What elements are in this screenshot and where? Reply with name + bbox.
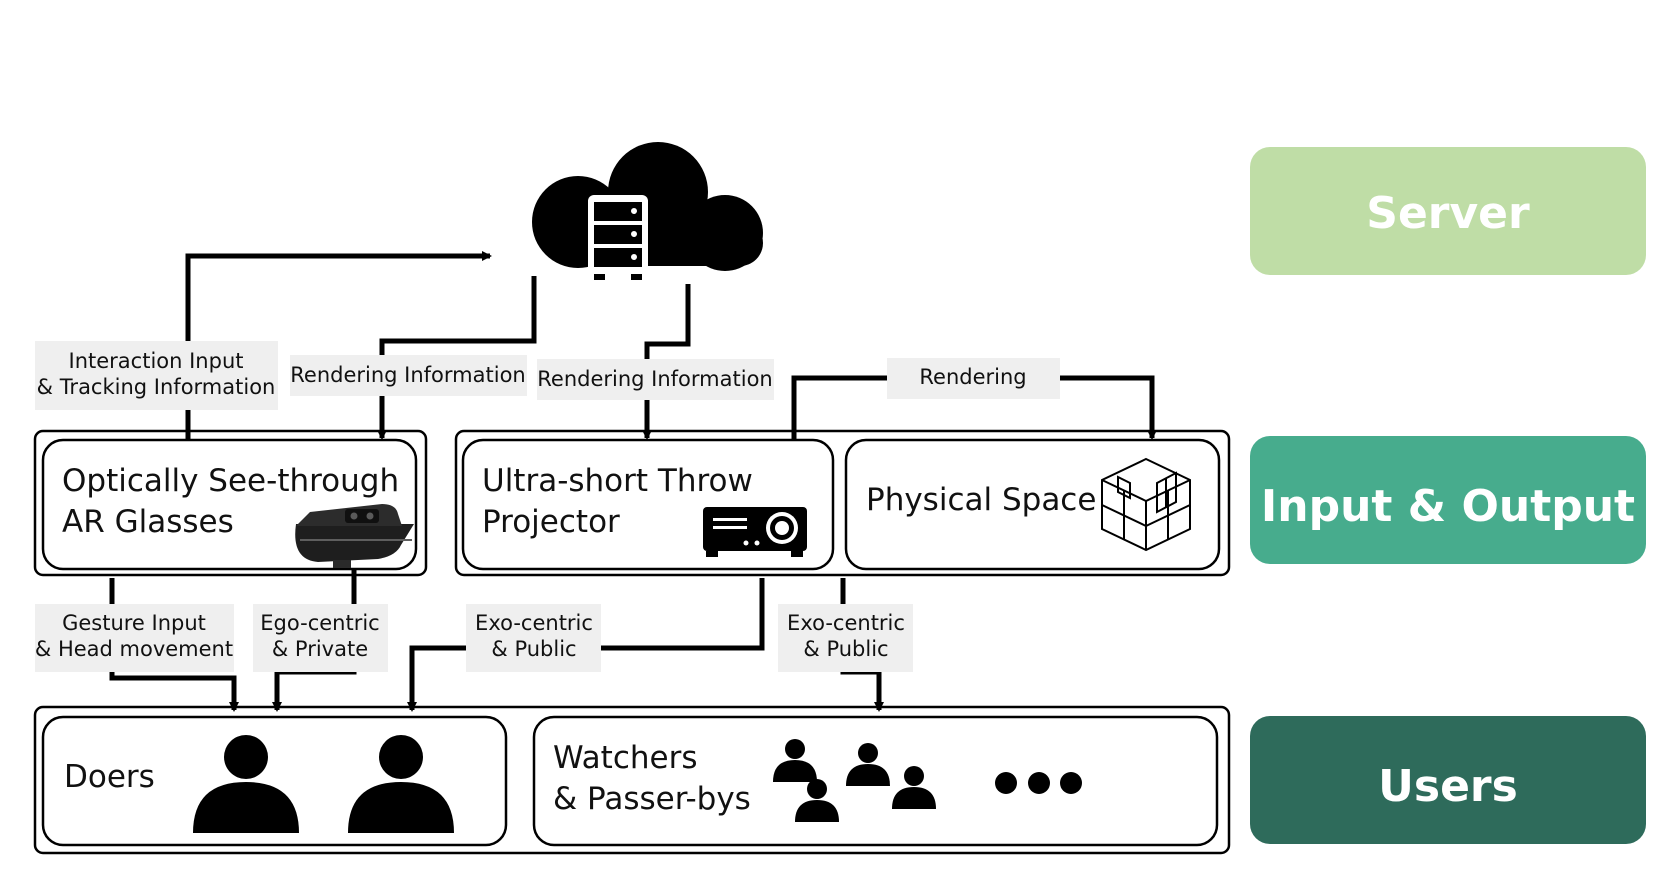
tier-server: Server	[1250, 147, 1646, 275]
watchers-line2: & Passer-bys	[553, 781, 751, 817]
physical-space-label: Physical Space	[866, 482, 1096, 518]
room-cube-icon	[1101, 457, 1191, 552]
edge-label-exo-right: Exo-centric & Public	[778, 604, 913, 672]
users-group-frame	[33, 705, 1231, 855]
edge-label-gesture-line2: & Head movement	[35, 637, 233, 661]
watchers-line1: Watchers	[553, 740, 697, 776]
ellipsis-icon	[995, 772, 1082, 794]
person-icon	[348, 735, 454, 833]
glasses-group-frame	[33, 429, 428, 577]
edge-label-rendering-text: Rendering	[919, 365, 1026, 389]
projector-group-frame	[454, 429, 1231, 577]
edge-label-ego-line1: Ego-centric	[260, 611, 379, 635]
tier-users-badge	[1250, 716, 1646, 844]
user-group-doers: Doers	[41, 715, 508, 847]
person-icon	[846, 743, 890, 786]
edge-label-interaction: Interaction Input & Tracking Information	[35, 341, 278, 410]
user-group-watchers: Watchers & Passer-bys	[532, 715, 1219, 847]
tier-io-label: Input & Output	[1261, 481, 1635, 532]
projector-icon	[703, 507, 807, 557]
edge-label-gesture-line1: Gesture Input	[62, 611, 206, 635]
tier-server-badge	[1250, 147, 1646, 275]
edge-label-exo-right-line1: Exo-centric	[787, 611, 905, 635]
edge-label-rendering-info-left-text: Rendering Information	[290, 363, 525, 387]
edge-label-exo-left: Exo-centric & Public	[466, 604, 601, 672]
edge-label-rendering-info-right: Rendering Information	[537, 359, 774, 400]
edge-label-rendering-info-left: Rendering Information	[290, 355, 527, 396]
tier-server-label: Server	[1366, 188, 1530, 239]
edge-label-interaction-line2: & Tracking Information	[37, 375, 276, 399]
device-ar-glasses: Optically See-through AR Glasses	[41, 438, 418, 571]
cloud-server-icon	[532, 142, 763, 280]
ar-glasses-line2: AR Glasses	[62, 504, 234, 540]
edge-label-ego-line2: & Private	[272, 637, 368, 661]
doers-label: Doers	[64, 759, 155, 795]
projector-line2: Projector	[482, 504, 620, 540]
tier-io-badge	[1250, 436, 1646, 564]
person-icon	[892, 766, 936, 809]
tier-input-output: Input & Output	[1250, 436, 1646, 564]
person-icon	[773, 739, 817, 782]
edge-label-interaction-line1: Interaction Input	[69, 349, 244, 373]
ar-glasses-icon	[295, 504, 414, 568]
device-projector: Ultra-short Throw Projector	[461, 438, 835, 571]
edge-label-exo-left-line1: Exo-centric	[475, 611, 593, 635]
tier-users-label: Users	[1378, 761, 1518, 812]
edge-label-ego: Ego-centric & Private	[253, 604, 388, 672]
person-icon	[795, 779, 839, 822]
tier-users: Users	[1250, 716, 1646, 844]
person-icon	[193, 735, 299, 833]
edge-label-exo-right-line2: & Public	[803, 637, 888, 661]
edge-label-rendering: Rendering	[887, 358, 1060, 399]
ar-glasses-line1: Optically See-through	[62, 463, 399, 499]
device-physical-space: Physical Space	[844, 438, 1221, 571]
edge-label-rendering-info-right-text: Rendering Information	[537, 367, 772, 391]
edge-label-exo-left-line2: & Public	[491, 637, 576, 661]
edge-label-gesture: Gesture Input & Head movement	[35, 604, 234, 672]
projector-line1: Ultra-short Throw	[482, 463, 753, 499]
